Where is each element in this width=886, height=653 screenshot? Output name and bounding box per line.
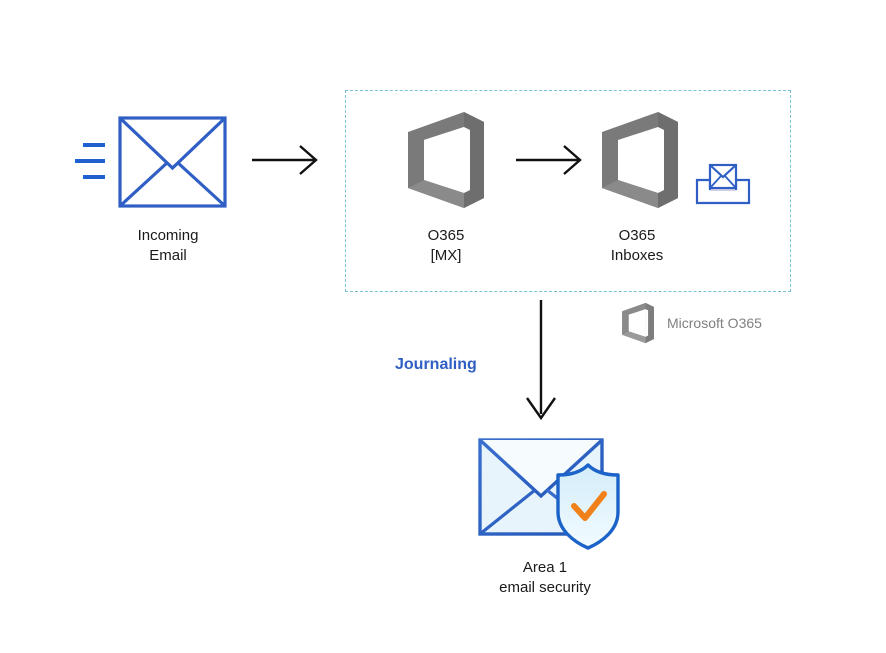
- area1-label-line1: Area 1: [522, 559, 568, 576]
- microsoft-o365-zone: [345, 90, 791, 292]
- arrow-journaling-down: [518, 298, 564, 424]
- envelope-icon: [75, 116, 227, 208]
- journaling-label: Journaling: [395, 356, 477, 373]
- secure-email-shield-icon: [478, 438, 620, 550]
- incoming-email-node: [75, 112, 235, 212]
- area1-label: Area 1 email security: [445, 558, 645, 598]
- legend-label: Microsoft O365: [667, 315, 762, 331]
- office365-logo-icon: [602, 112, 678, 208]
- area1-node: [470, 432, 640, 552]
- incoming-email-label-line1: Incoming: [137, 227, 199, 244]
- o365-mx-label: O365 [MX]: [344, 226, 548, 266]
- o365-inboxes-label-line2: Inboxes: [610, 247, 664, 264]
- o365-mx-node: [404, 110, 488, 210]
- o365-mx-label-line1: O365: [427, 227, 465, 244]
- arrow-down-icon: [526, 300, 556, 421]
- o365-mx-label-line2: [MX]: [430, 247, 462, 264]
- inbox-tray-node: [694, 162, 752, 206]
- arrow-right-icon: [516, 145, 582, 175]
- arrow-mx-to-inboxes: [516, 140, 584, 180]
- legend-microsoft-o365: [620, 302, 656, 344]
- office365-logo-icon: [408, 112, 484, 208]
- area1-label-line2: email security: [499, 579, 591, 596]
- o365-inboxes-label-line1: O365: [618, 227, 656, 244]
- o365-inboxes-node: [598, 110, 682, 210]
- incoming-email-label-line2: Email: [149, 247, 187, 264]
- inbox-tray-icon: [695, 163, 751, 205]
- arrow-right-icon: [252, 145, 318, 175]
- arrow-incoming-to-mx: [252, 140, 320, 180]
- office365-logo-icon: [622, 302, 654, 344]
